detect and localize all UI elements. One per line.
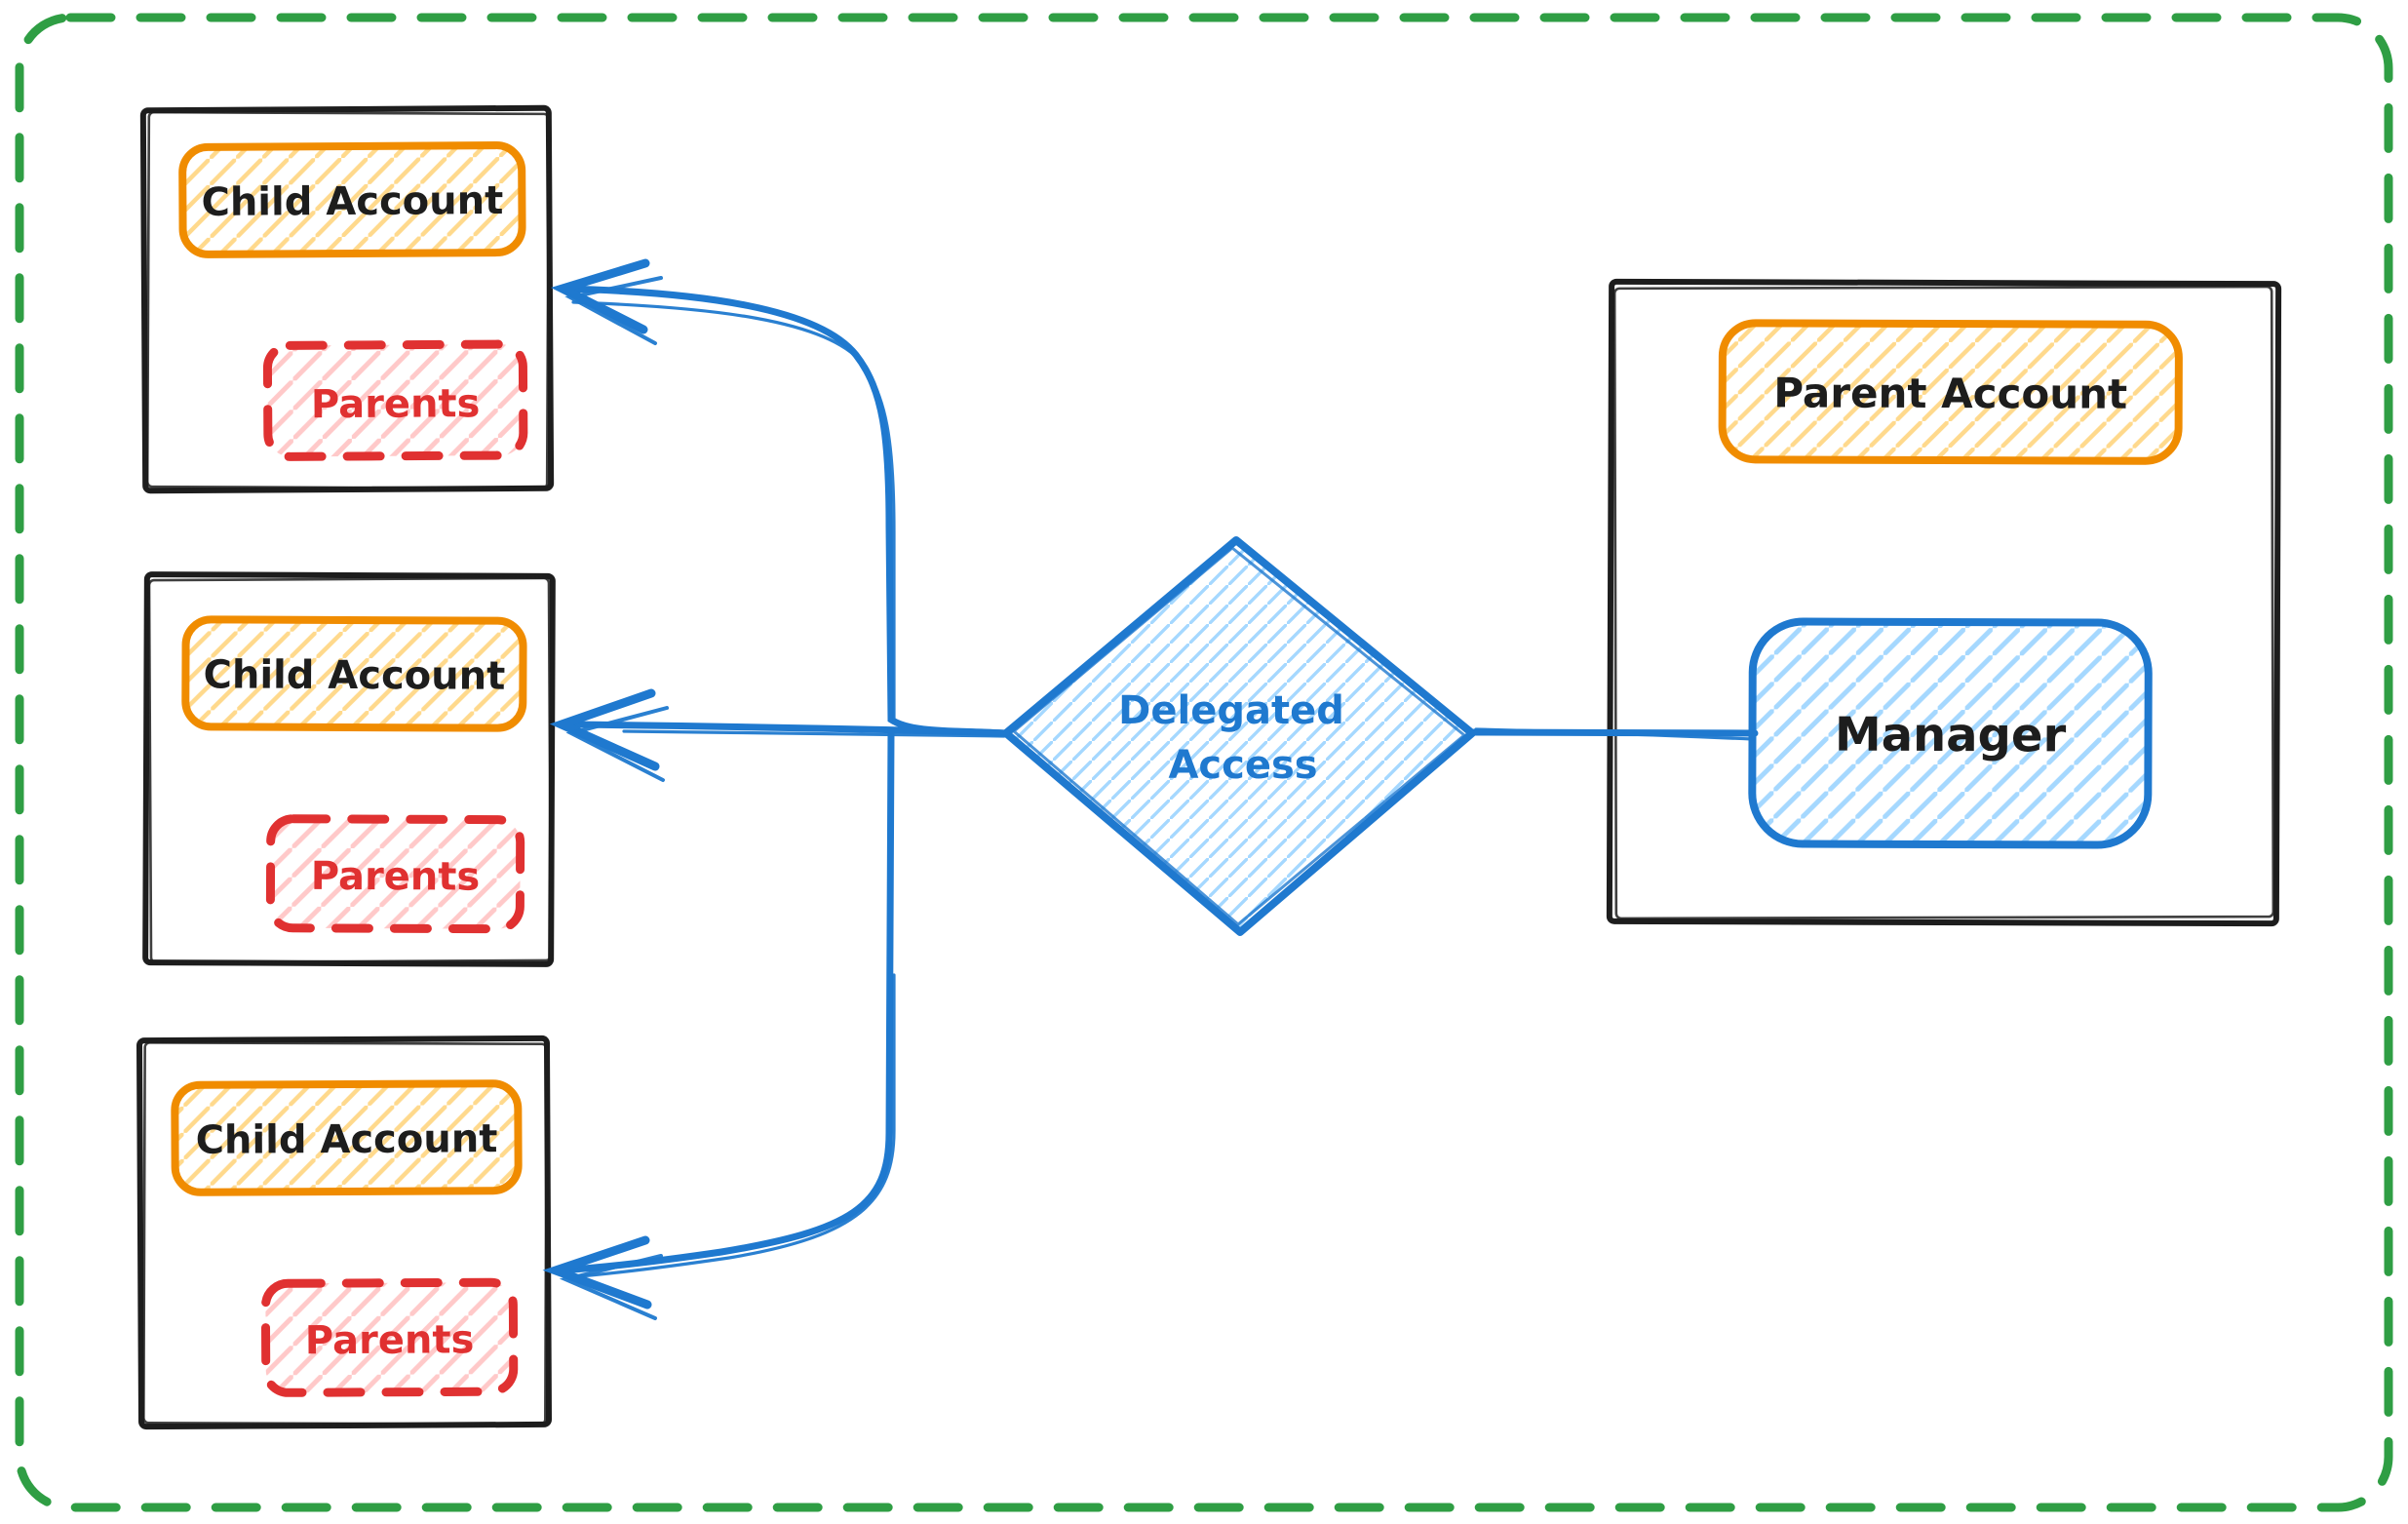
arrow-to-child-3 [542, 727, 896, 1320]
child-account-pill: Child Account [181, 615, 527, 732]
parents-pill-shape [262, 339, 528, 461]
child-account-box-1: Child Account Parents [139, 104, 555, 494]
parents-pill: Parents [265, 814, 525, 934]
parents-label: Parents [311, 854, 481, 900]
parents-label: Parents [305, 1317, 475, 1363]
decision-label-line2: Access [1168, 743, 1317, 788]
parents-pill-shape [260, 1277, 519, 1397]
parents-label: Parents [311, 381, 481, 427]
child-account-pill-shape [178, 141, 526, 258]
child-account-box-3: Child Account Parents [136, 1035, 553, 1430]
child-account-label: Child Account [196, 1116, 498, 1163]
child-account-pill: Child Account [178, 141, 526, 258]
parent-account-pill: Parent Account [1718, 319, 2183, 465]
child-account-pill-shape [181, 615, 527, 732]
canvas-border [15, 13, 2393, 1512]
parent-account-box: Parent Account Manager [1606, 278, 2282, 927]
box-outline-sketch [1612, 285, 2275, 920]
arrow-to-child-2 [549, 688, 1010, 782]
child-account-label: Child Account [203, 652, 505, 698]
parents-pill: Parents [260, 1277, 519, 1397]
child-account-label: Child Account [201, 178, 503, 225]
manager-node: Manager [1748, 617, 2153, 849]
parent-account-label: Parent Account [1773, 369, 2127, 417]
box-outline-sketch [142, 1041, 548, 1426]
box-outline-sketch [147, 576, 553, 964]
arrowhead-sketch [564, 276, 663, 345]
arrow-line [566, 721, 1010, 737]
box-outline-sketch [145, 110, 551, 490]
child-account-pill: Child Account [171, 1079, 523, 1196]
connector-manager-to-diamond [1470, 727, 1759, 741]
child-account-pill-shape [171, 1079, 523, 1196]
arrow-line-sketch [622, 729, 1006, 738]
arrowhead [550, 258, 650, 334]
arrowhead [542, 1235, 652, 1309]
arrowhead [549, 688, 660, 771]
parents-pill: Parents [262, 339, 528, 461]
child-account-box-2: Child Account Parents [142, 571, 556, 967]
delegated-access-diamond: Delegated Access [1002, 536, 1476, 936]
manager-label: Manager [1835, 708, 2067, 763]
arrowhead-sketch [559, 1254, 663, 1320]
connector-line-sketch [1474, 727, 1755, 741]
arrow-line-sketch [571, 300, 896, 723]
diamond-shape-sketch [1012, 546, 1466, 926]
arrow-line-sketch [567, 973, 896, 1279]
parent-account-pill-shape [1718, 319, 2183, 465]
parents-pill-shape [265, 814, 525, 934]
arrowhead-sketch [565, 706, 669, 782]
decision-label-line1: Delegated [1118, 688, 1344, 733]
